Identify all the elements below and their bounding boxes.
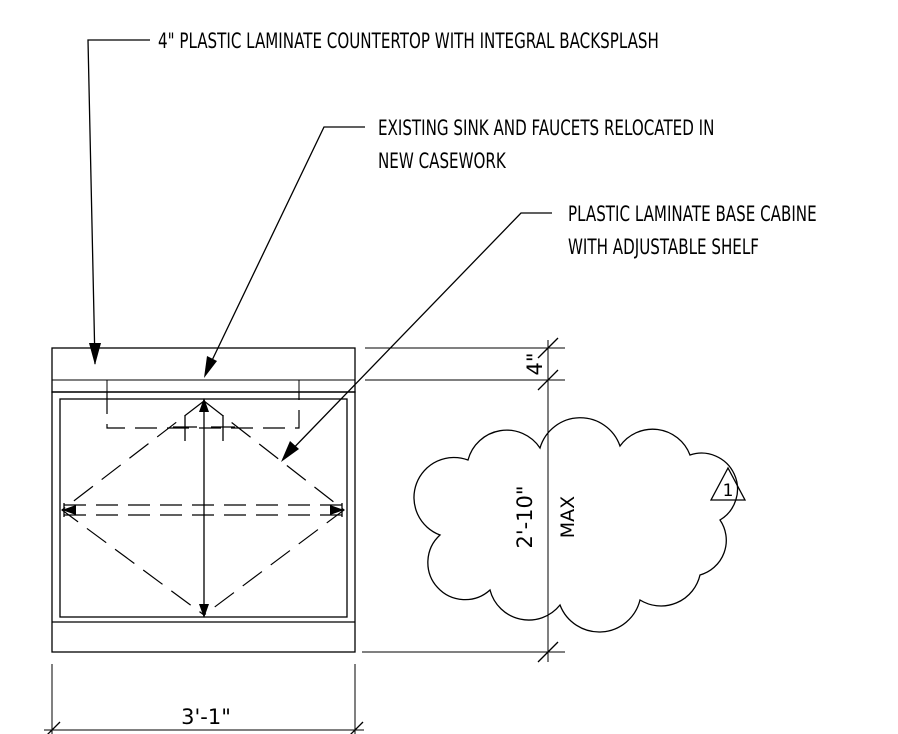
revision-delta-number: 1	[723, 481, 734, 501]
cabinet-width-dimension-label: 3'-1"	[181, 705, 231, 729]
cabinet-leader	[281, 212, 552, 462]
vertical-dimension	[362, 337, 565, 663]
door-swing-lines	[61, 400, 345, 616]
countertop-callout: 4" PLASTIC LAMINATE COUNTERTOP WITH INTE…	[158, 30, 659, 54]
sink-callout-line1: EXISTING SINK AND FAUCETS RELOCATED IN	[378, 117, 714, 141]
adjustable-shelf	[63, 503, 343, 517]
base-cabinet	[51, 391, 356, 653]
cabinet-height-dimension-label: 2'-10"	[513, 485, 537, 548]
sink-leader	[204, 126, 365, 378]
sink-callout-line2: NEW CASEWORK	[378, 150, 507, 174]
backsplash-dimension-label: 4"	[523, 352, 547, 375]
revision-cloud	[413, 417, 739, 633]
sink-outline	[106, 379, 300, 441]
horizontal-dimension	[44, 664, 364, 734]
cabinet-callout-line1: PLASTIC LAMINATE BASE CABINE	[568, 203, 817, 227]
revision-delta-triangle	[709, 466, 747, 501]
countertop-leader	[87, 39, 150, 365]
cabinet-callout-line2: WITH ADJUSTABLE SHELF	[568, 236, 759, 260]
cabinet-height-max-label: MAX	[557, 496, 579, 538]
